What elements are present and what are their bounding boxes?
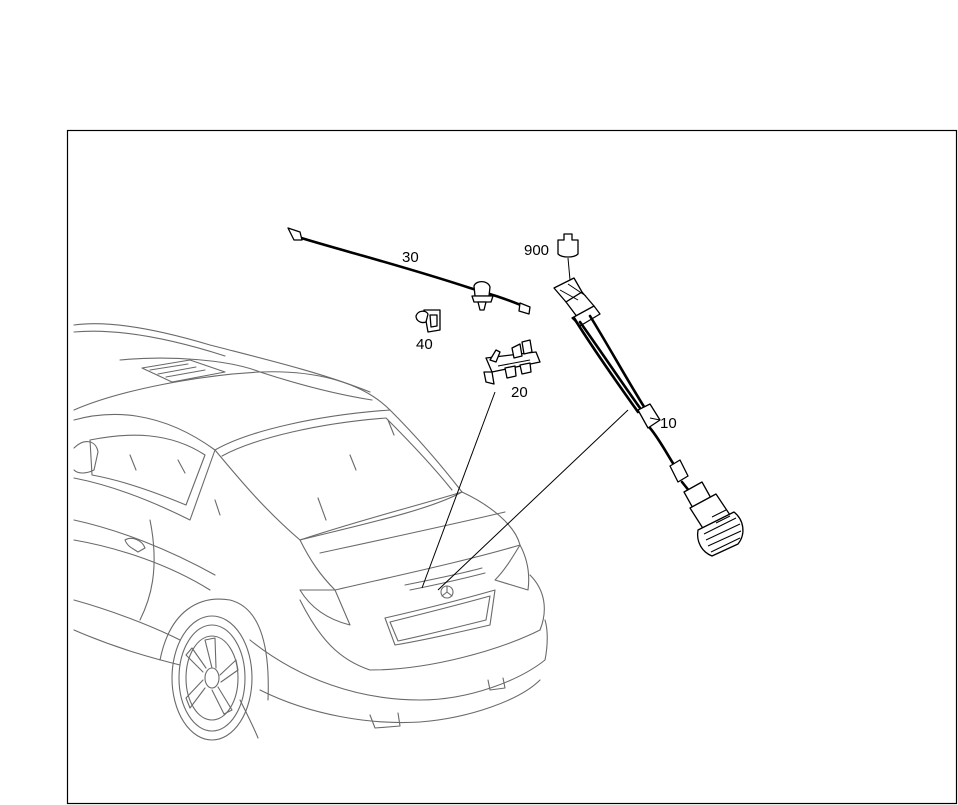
part-10-harness [553, 277, 744, 557]
connector-symbol-icon [557, 233, 579, 281]
leader-lines [421, 391, 661, 591]
callout-900: 900 [524, 242, 549, 259]
part-40-clip [415, 309, 441, 333]
callout-40: 40 [416, 336, 433, 353]
part-20-bracket [483, 339, 541, 385]
part-30-cable [287, 227, 531, 315]
callout-10: 10 [660, 415, 677, 432]
vehicle-rear-view [73, 323, 548, 741]
callout-30: 30 [402, 249, 419, 266]
diagram-frame [66, 129, 958, 805]
callout-20: 20 [511, 384, 528, 401]
